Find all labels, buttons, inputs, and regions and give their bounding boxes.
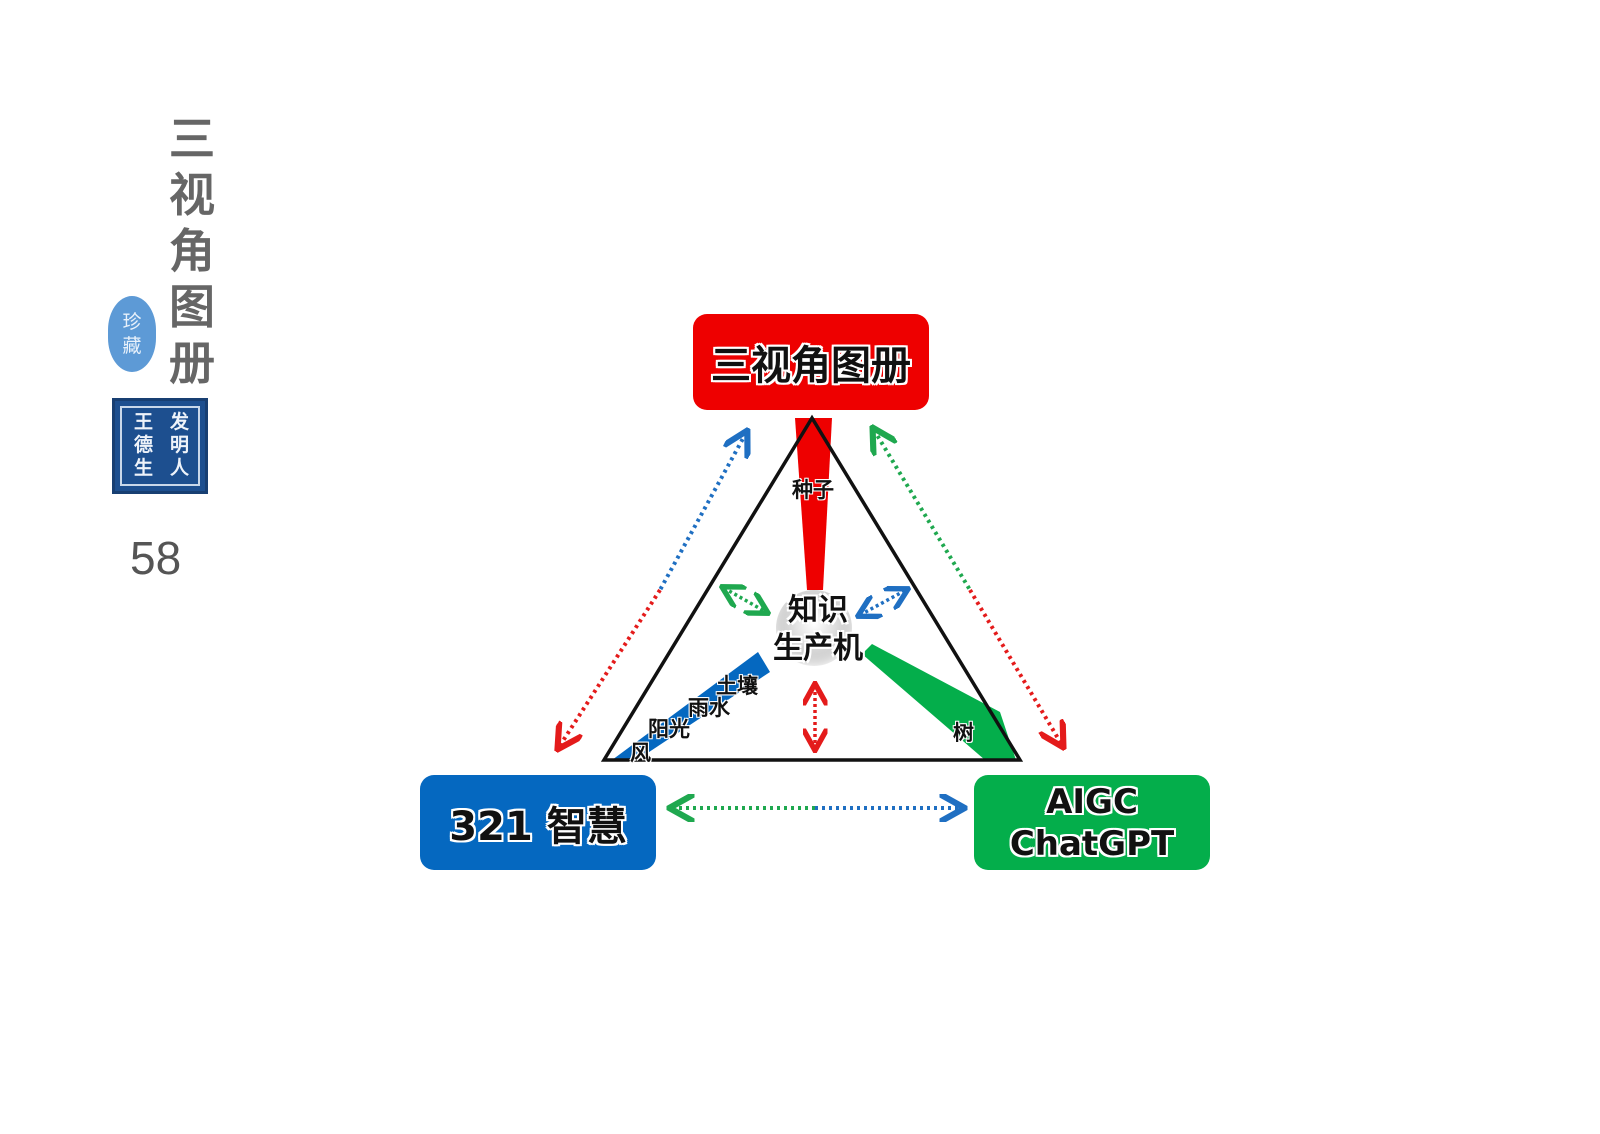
- triangle-outline: [600, 414, 1024, 762]
- seed-label: 种子: [792, 478, 834, 502]
- center-line: 知识: [788, 593, 848, 628]
- seal-char: 藏: [122, 335, 142, 357]
- tree-wedge: [862, 644, 1016, 760]
- inner-arrow-blue: [860, 590, 906, 615]
- rain-label: 雨水: [688, 696, 730, 720]
- title-char: 三: [169, 112, 215, 166]
- wisdom-321-box: 321 智慧: [420, 775, 656, 870]
- box-label-line1: AIGC: [1046, 781, 1138, 822]
- dotted-arrow-green: [874, 430, 972, 592]
- center-ball: [776, 590, 852, 666]
- collection-seal: 珍 藏: [108, 296, 156, 372]
- knowledge-machine-label: 知识 生产机: [758, 592, 878, 668]
- dotted-arrow-blue: [658, 433, 746, 591]
- title-char: 角: [169, 224, 215, 278]
- title-char: 视: [169, 168, 215, 222]
- inventor-seal: 发 明 人 王 德 生: [112, 398, 208, 494]
- seal-char: 生: [134, 457, 154, 479]
- dotted-arrow-red: [968, 588, 1062, 745]
- box-label: 321 智慧: [449, 803, 627, 850]
- soil-label: 土壤: [716, 674, 758, 698]
- dotted-arrow-red: [559, 588, 662, 747]
- center-line: 生产机: [773, 631, 863, 666]
- seal-char: 珍: [122, 311, 142, 333]
- seal-char: 德: [134, 434, 154, 456]
- sunlight-label: 阳光: [648, 717, 690, 741]
- seal-char: 人: [170, 457, 190, 479]
- seed-wedge: [795, 418, 832, 590]
- aigc-chatgpt-box: AIGC ChatGPT: [974, 775, 1210, 870]
- box-label: 三视角图册: [711, 343, 911, 389]
- seal-border: [120, 406, 200, 486]
- title-char: 图: [169, 280, 215, 334]
- title-char: 册: [169, 336, 215, 390]
- nutrients-wedge: [612, 652, 770, 760]
- seal-char: 明: [170, 434, 190, 456]
- vertical-book-title: 三 视 角 图 册: [162, 112, 222, 390]
- tree-label: 树: [953, 721, 974, 745]
- seal-char: 发: [170, 411, 190, 433]
- three-perspective-atlas-box: 三视角图册: [693, 314, 929, 410]
- box-label-line2: ChatGPT: [1009, 823, 1175, 864]
- inner-arrow-green: [724, 588, 766, 612]
- wind-label: 风: [630, 741, 651, 765]
- page-number: 58: [130, 532, 182, 584]
- seal-char: 王: [134, 411, 154, 433]
